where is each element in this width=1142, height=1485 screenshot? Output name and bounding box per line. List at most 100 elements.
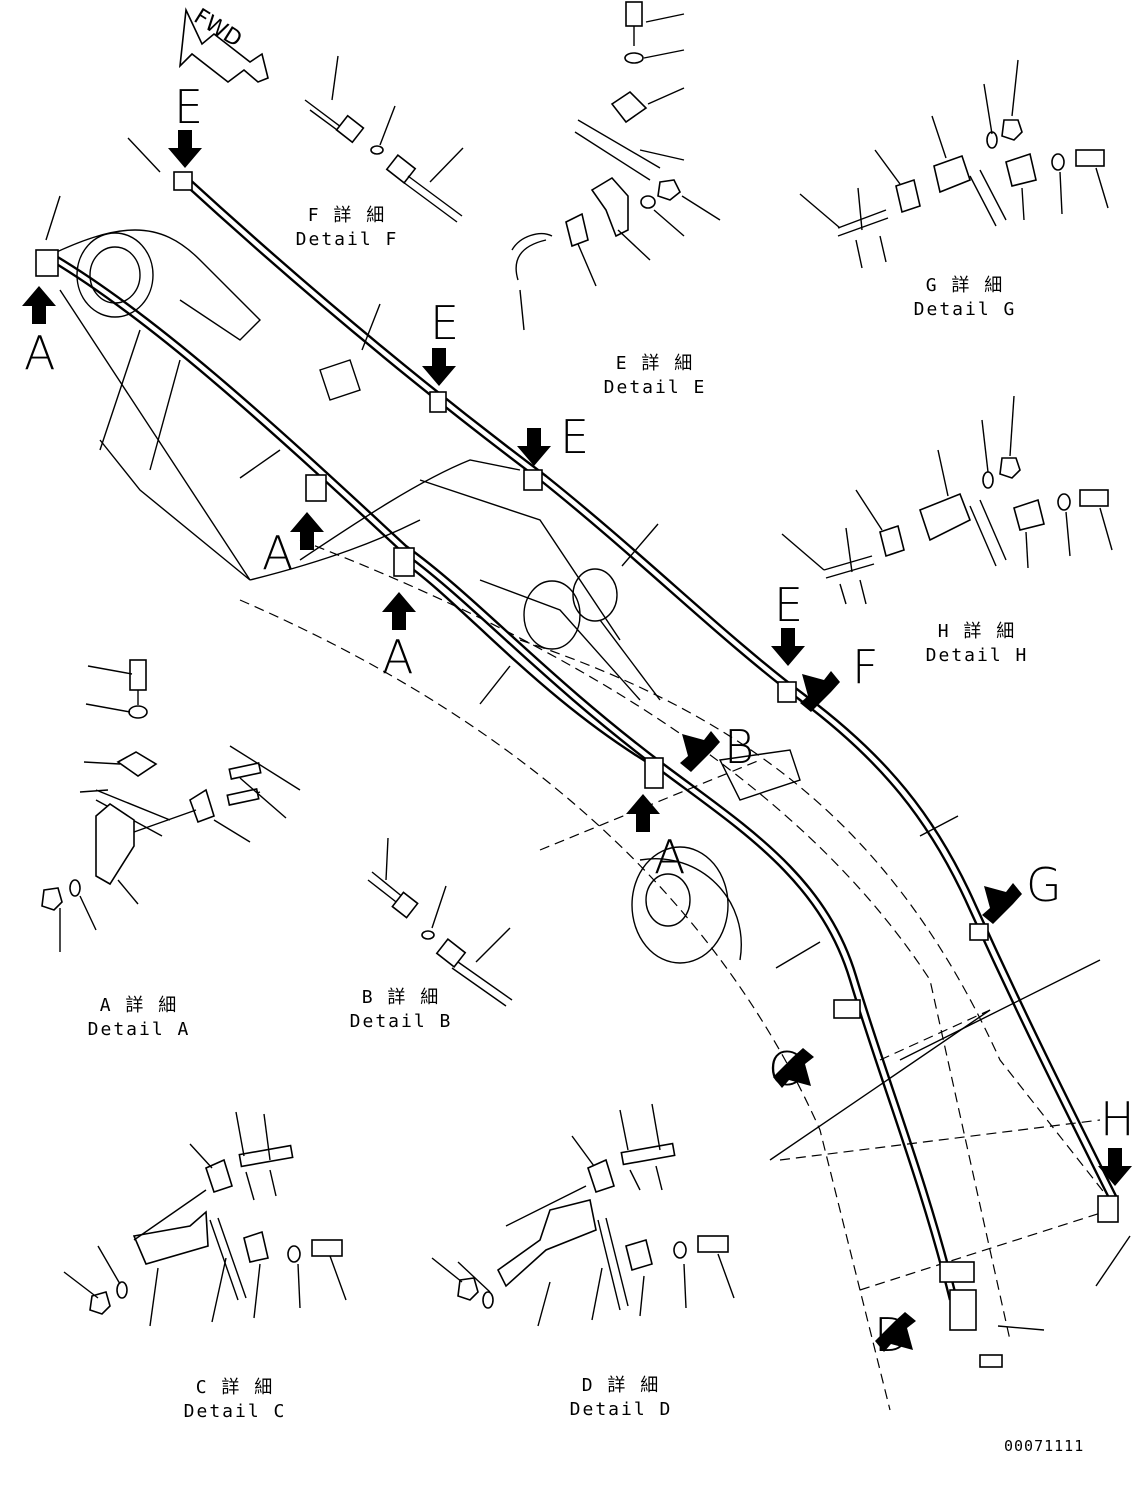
nut-icon xyxy=(41,887,63,911)
boom-frame xyxy=(39,229,1101,1161)
callout-arrow-icon xyxy=(626,794,660,832)
detail-e-caption: E 詳 細 Detail E xyxy=(600,352,710,400)
bolt-icon xyxy=(625,1,643,27)
clamp-icon xyxy=(429,391,447,413)
washer-icon xyxy=(1057,493,1071,511)
hose-fitting-icon xyxy=(335,114,365,144)
o-ring-icon xyxy=(421,930,435,940)
clamp-icon xyxy=(565,212,589,248)
bolt-icon xyxy=(1075,149,1105,167)
callout-arrow-icon xyxy=(680,731,720,772)
bolt-icon xyxy=(697,1235,729,1253)
callout-arrow-icon xyxy=(168,130,202,168)
washer-icon xyxy=(116,1281,128,1299)
detail-c-en: Detail C xyxy=(183,1401,287,1422)
bracket-icon xyxy=(590,176,629,238)
hydraulic-lines xyxy=(49,175,1118,1301)
washer-icon xyxy=(640,195,656,209)
bolt-icon xyxy=(1079,489,1109,507)
detail-c-caption: C 詳 細 Detail C xyxy=(180,1376,290,1424)
clamp-icon xyxy=(1097,1195,1119,1223)
detail-b-caption: B 詳 細 Detail B xyxy=(346,986,456,1034)
o-ring-icon xyxy=(370,145,384,155)
washer-icon xyxy=(287,1245,301,1263)
bracket-icon xyxy=(132,1210,209,1265)
nut-icon xyxy=(89,1291,111,1315)
washer-icon xyxy=(982,471,994,489)
callout-arrow-icon xyxy=(382,592,416,630)
hose-fitting-icon xyxy=(226,788,260,806)
clamp-icon xyxy=(969,923,989,941)
detail-g-jp: G 詳 細 xyxy=(925,275,1005,296)
callout-e: E xyxy=(430,296,460,350)
callout-a: A xyxy=(262,526,294,580)
washer-icon xyxy=(69,879,81,897)
detail-h-drawing xyxy=(781,395,1113,605)
detail-g-caption: G 詳 細 Detail G xyxy=(910,274,1020,322)
hose-fitting-icon xyxy=(228,762,262,780)
callout-arrow-icon xyxy=(290,512,324,550)
callout-c: C xyxy=(768,1042,801,1096)
callout-arrow-icon xyxy=(22,286,56,324)
detail-a-jp: A 詳 細 xyxy=(99,995,179,1016)
clamp-icon xyxy=(933,154,971,194)
washer-icon xyxy=(624,52,644,64)
nut-icon xyxy=(1001,119,1023,141)
detail-h-jp: H 詳 細 xyxy=(937,621,1017,642)
callout-f: F xyxy=(852,640,879,694)
bracket-icon xyxy=(496,1199,597,1288)
callout-e: E xyxy=(174,80,204,134)
callout-d: D xyxy=(874,1308,910,1362)
clamp-icon xyxy=(393,547,415,577)
detail-e-jp: E 詳 細 xyxy=(615,353,695,374)
clamp-markers xyxy=(35,171,1119,1368)
hose-fitting-icon xyxy=(238,1144,294,1168)
detail-c-drawing xyxy=(63,1111,347,1327)
detail-b-en: Detail B xyxy=(349,1011,453,1032)
clamp-icon xyxy=(1005,152,1037,187)
clamp-icon xyxy=(116,751,158,777)
callout-arrow-icon xyxy=(800,671,840,712)
detail-b-jp: B 詳 細 xyxy=(361,987,441,1008)
callout-arrow-icon xyxy=(875,1312,916,1352)
clamp-icon xyxy=(205,1158,233,1194)
nut-icon xyxy=(657,179,682,201)
detail-h-caption: H 詳 細 Detail H xyxy=(922,620,1032,668)
clamp-icon xyxy=(777,681,797,703)
clamp-icon xyxy=(35,249,59,277)
clamp-icon xyxy=(1013,498,1045,531)
clamp-icon xyxy=(173,171,193,191)
detail-d-caption: D 詳 細 Detail D xyxy=(566,1374,676,1422)
callout-arrow-icon xyxy=(517,428,551,466)
detail-g-drawing xyxy=(799,59,1109,269)
callout-a: A xyxy=(654,830,686,884)
callout-a: A xyxy=(24,326,56,380)
callout-b: B xyxy=(724,720,755,774)
clamp-icon xyxy=(644,757,664,789)
clamp-icon xyxy=(939,1261,975,1283)
washer-icon xyxy=(986,131,998,149)
detail-g-en: Detail G xyxy=(913,299,1017,320)
callout-arrow-icon xyxy=(982,883,1022,924)
detail-b-drawing xyxy=(367,837,513,1007)
nut-icon xyxy=(457,1277,479,1301)
washer-icon xyxy=(482,1291,494,1309)
fwd-arrow-icon xyxy=(178,7,269,84)
clamp-icon xyxy=(879,524,905,558)
clamp-icon xyxy=(610,90,648,124)
detail-a-en: Detail A xyxy=(87,1019,191,1040)
leader-lines xyxy=(45,137,1131,1331)
clamp-icon xyxy=(833,999,861,1019)
clamp-icon xyxy=(587,1158,615,1194)
callout-g: G xyxy=(1026,858,1062,912)
detail-c-jp: C 詳 細 xyxy=(195,1377,275,1398)
callout-arrow-icon xyxy=(773,1048,814,1088)
washer-icon xyxy=(128,705,148,719)
callout-a: A xyxy=(382,630,414,684)
detail-e-drawing xyxy=(511,1,721,331)
washer-icon xyxy=(1051,153,1065,171)
hose-fitting-icon xyxy=(435,938,467,968)
clamp-icon xyxy=(895,178,921,214)
detail-f-jp: F 詳 細 xyxy=(307,205,387,226)
detail-d-jp: D 詳 細 xyxy=(581,1375,661,1396)
